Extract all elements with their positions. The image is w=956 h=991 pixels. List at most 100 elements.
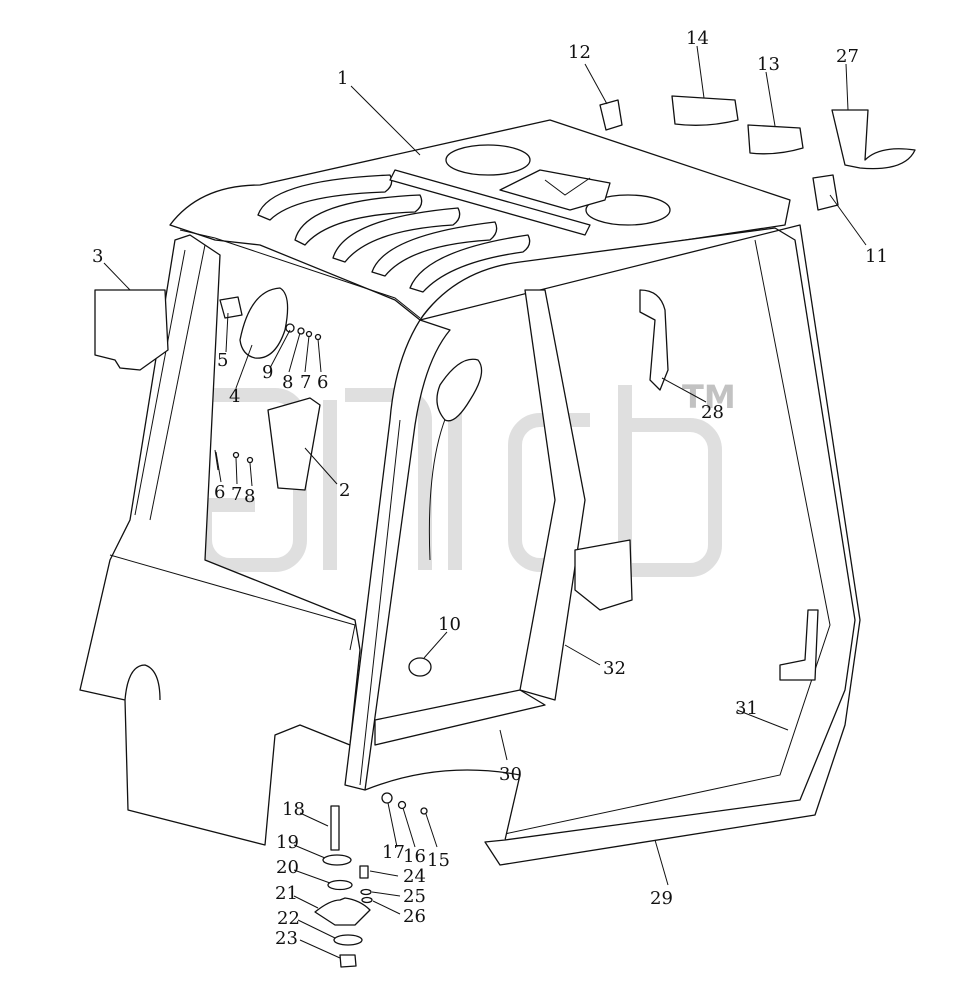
callout-27: 27 [836,46,859,67]
part-18-bolt [330,805,340,851]
part-7-washer-lower [232,451,240,459]
watermark-glyph-5 [618,385,722,577]
roof-front-edge [179,229,421,319]
callout-10: 10 [438,614,461,635]
lower-wheel-arch [364,769,521,841]
part-16-washer [397,800,407,810]
lower-sill [374,689,546,746]
rear-panel-edge [109,554,356,651]
callout-15: 15 [427,850,450,871]
part-4-mirror [239,287,289,359]
part-26-washer [361,896,373,904]
watermark-glyph-3 [448,388,465,570]
callout-14: 14 [686,28,709,49]
roof-round-cover-2 [585,194,671,226]
roof-vents [257,174,531,293]
part-20-washer [327,879,353,891]
cab-front-frame [419,224,861,866]
callout-32: 32 [603,658,626,679]
callout-1: 1 [337,68,348,89]
rear-window-post [519,289,586,701]
side-mirror [436,358,483,422]
leader-lines [103,45,867,959]
part-3-handle [94,289,169,371]
callout-25: 25 [403,886,426,907]
callout-18: 18 [282,799,305,820]
callout-12: 12 [568,42,591,63]
part-11-latch [812,174,839,211]
callout-6-upper: 6 [317,372,328,393]
watermark-tm: TM [682,378,736,416]
part-6-screw-lower [214,449,219,471]
roof-arrow-mark [544,177,591,196]
part-7-washer [305,330,313,338]
watermark-glyph-1 [198,388,307,572]
part-6-screw [314,333,322,341]
mount-bracket [574,539,633,611]
part-24-bolt [359,865,369,879]
callout-19: 19 [276,832,299,853]
part-22-washer [333,934,363,946]
right-bracket [779,609,819,681]
callout-17: 17 [382,842,405,863]
part-27-bracket [831,109,916,170]
callout-29: 29 [650,888,673,909]
callout-16: 16 [403,846,426,867]
callout-8-upper: 8 [282,372,293,393]
callout-3: 3 [92,246,103,267]
watermark-glyph-4 [508,413,590,572]
roof-vent-5 [409,234,531,293]
callout-21: 21 [275,883,298,904]
callout-28: 28 [701,402,724,423]
part-17-washer [381,792,393,804]
roof-arrow-plate [499,169,611,211]
part-14-plate [671,95,739,126]
part-28-grab-handle [639,289,669,391]
callout-2: 2 [339,480,350,501]
roof-rib [389,169,591,236]
part-9-washer [285,323,295,333]
part-2-bracket [267,397,321,491]
part-15-screw [420,807,428,815]
callout-5: 5 [217,350,228,371]
part-8-washer-lower [246,456,254,464]
part-21-mount [314,897,371,926]
callout-26: 26 [403,906,426,927]
callout-31: 31 [735,698,758,719]
part-12-clip [599,99,623,131]
part-5-bracket [219,296,243,319]
part-23-nut [339,954,357,968]
roof-vent-3 [332,207,461,263]
callout-24: 24 [403,866,426,887]
part-25-washer [360,888,372,896]
part-19-washer [322,854,352,866]
parts [94,95,916,968]
callout-23: 23 [275,928,298,949]
callout-8-lower: 8 [244,486,255,507]
callout-11: 11 [865,246,888,267]
rear-panel-notch [124,664,161,701]
part-10-grommet [408,657,432,677]
callout-4: 4 [229,386,240,407]
callout-9: 9 [262,362,273,383]
callout-6-lower: 6 [214,482,225,503]
callout-13: 13 [757,54,780,75]
roof-vent-2 [294,194,423,246]
part-8-washer [297,327,305,335]
callout-labels: 1 2 3 4 5 6 6 7 7 8 8 9 10 11 12 13 14 1… [92,28,888,949]
callout-22: 22 [277,908,300,929]
roof-vent-1 [257,174,393,221]
left-post-inner [149,244,206,521]
left-post-edge [134,249,186,516]
part-13-plate [747,124,804,155]
callout-20: 20 [276,857,299,878]
callout-7-lower: 7 [231,484,242,505]
front-frame-inner [499,239,831,836]
callout-7-upper: 7 [300,372,311,393]
callout-30: 30 [499,764,522,785]
cab-body [79,119,861,866]
roof-round-cover-1 [445,144,531,176]
roof-vent-4 [371,221,498,277]
a-pillar-edge [359,419,401,786]
